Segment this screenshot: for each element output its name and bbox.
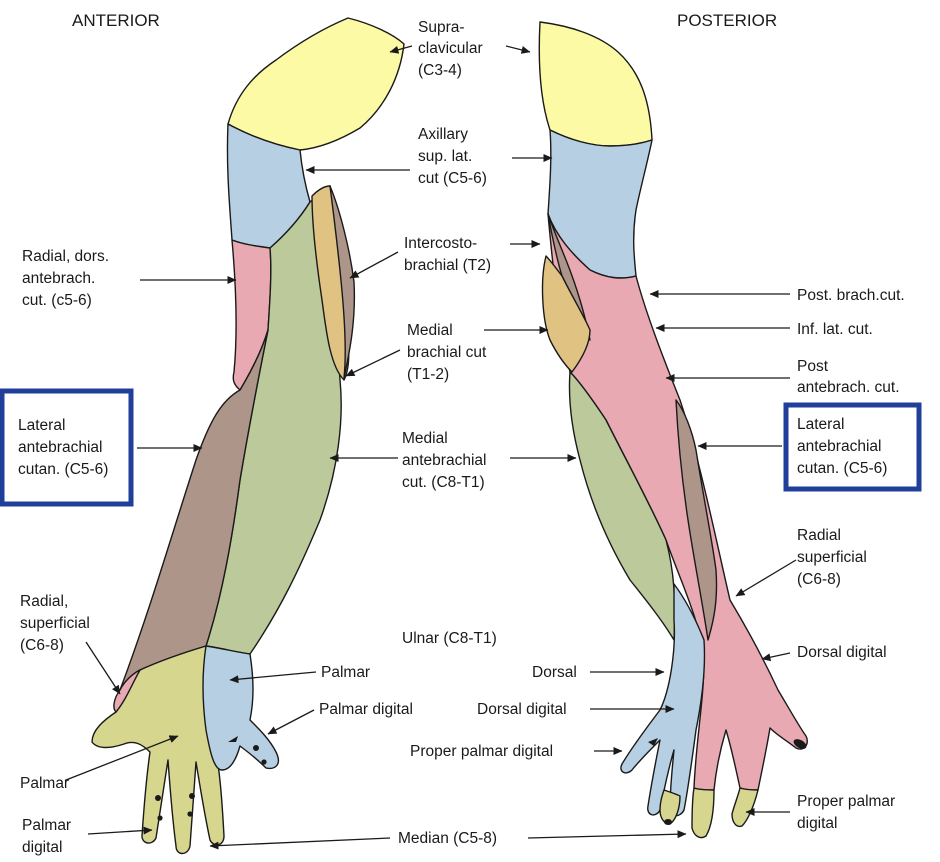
label-supraclavicular: Supra- clavicular (C3-4) [418, 19, 483, 79]
anterior-arm [91, 17, 405, 855]
svg-text:Proper palmar: Proper palmar [797, 793, 895, 810]
highlight-box-anterior [0, 388, 134, 507]
svg-text:Medial: Medial [402, 430, 448, 447]
svg-text:Radial, dors.: Radial, dors. [22, 248, 109, 265]
highlight-box-posterior [783, 402, 922, 492]
label-median: Median (C5-8) [398, 830, 497, 847]
label-palmar-digital-center: Palmar digital [319, 701, 413, 718]
svg-text:brachial cut: brachial cut [407, 344, 487, 361]
anterior-finger-marks [155, 736, 267, 821]
label-radial-superficial-anterior: Radial, superficial (C6-8) [20, 593, 90, 654]
posterior-title: POSTERIOR [677, 11, 777, 30]
svg-text:Lateral: Lateral [18, 417, 65, 434]
arrow-dorsal-digital-right [761, 652, 791, 662]
arrow-palmar-digital-left [87, 826, 153, 835]
label-radial-dors: Radial, dors. antebrach. cut. (c5-6) [22, 248, 109, 309]
label-dorsal-digital-center: Dorsal digital [477, 701, 567, 718]
label-medial-antebrachial: Medial antebrachial cut. (C8-T1) [402, 430, 486, 491]
posterior-medial-brachial-region [541, 255, 591, 373]
label-palmar-digital-left: Palmar digital [22, 817, 71, 856]
svg-text:antebrachial: antebrachial [402, 452, 486, 469]
label-inf-lat: Inf. lat. cut. [797, 321, 873, 338]
label-medial-brachial: Medial brachial cut (T1-2) [407, 322, 487, 383]
svg-text:cut (C5-6): cut (C5-6) [418, 170, 487, 187]
arrow-medial-brachial-left [345, 349, 401, 377]
posterior-lateral-antebrachial-region [675, 399, 718, 641]
posterior-supraclavicular-region [538, 21, 653, 147]
svg-text:superficial: superficial [797, 549, 867, 566]
anterior-supraclavicular-region [227, 17, 405, 151]
label-radial-superficial-posterior: Radial superficial (C6-8) [797, 527, 867, 588]
label-post-antebrach: Post antebrach. cut. [797, 358, 900, 396]
svg-text:cut. (c5-6): cut. (c5-6) [22, 292, 92, 309]
svg-text:brachial (T2): brachial (T2) [404, 257, 491, 274]
arrow-supraclavicular-left [389, 45, 413, 54]
svg-text:(C6-8): (C6-8) [20, 637, 64, 654]
label-lateral-antebrachial-anterior: Lateral antebrachial cutan. (C5-6) [18, 417, 108, 478]
svg-text:sup. lat.: sup. lat. [418, 148, 472, 165]
svg-text:cutan. (C5-6): cutan. (C5-6) [18, 461, 108, 478]
svg-text:Radial: Radial [797, 527, 841, 544]
arrow-intercosto-left [349, 251, 399, 279]
leader-arrows [65, 45, 797, 850]
posterior-median-fingertips-3 [659, 789, 681, 825]
svg-text:Radial,: Radial, [20, 593, 68, 610]
svg-text:antebrach. cut.: antebrach. cut. [797, 379, 900, 396]
label-palmar-center: Palmar [321, 664, 370, 681]
label-proper-palmar-digital-right: Proper palmar digital [797, 793, 895, 832]
svg-text:cutan. (C5-6): cutan. (C5-6) [797, 460, 887, 477]
svg-text:(C6-8): (C6-8) [797, 571, 841, 588]
label-palmar-left: Palmar [20, 775, 69, 792]
svg-text:superficial: superficial [20, 615, 90, 632]
label-ulnar: Ulnar (C8-T1) [402, 630, 497, 647]
anterior-radial-superficial-region [113, 669, 141, 713]
arrow-radial-superficial-posterior [735, 559, 797, 597]
arrow-palmar-digital-center [267, 709, 315, 735]
posterior-median-fingertips [691, 787, 715, 839]
svg-text:Axillary: Axillary [418, 126, 468, 143]
svg-text:Intercosto-: Intercosto- [404, 235, 477, 252]
svg-text:antebrachial: antebrachial [797, 438, 881, 455]
anterior-ulnar-region [202, 645, 280, 771]
svg-text:Palmar: Palmar [22, 817, 71, 834]
posterior-finger-marks [648, 738, 807, 825]
label-post-brach: Post. brach.cut. [797, 287, 905, 304]
svg-text:Medial: Medial [407, 322, 453, 339]
svg-text:clavicular: clavicular [418, 40, 483, 57]
label-dorsal-center: Dorsal [532, 664, 577, 681]
arrow-median-left [209, 837, 391, 850]
label-proper-palmar-digital-center: Proper palmar digital [410, 743, 553, 760]
label-intercostobrachial: Intercosto- brachial (T2) [404, 235, 491, 274]
arrow-palmar-left [65, 735, 179, 781]
svg-text:Supra-: Supra- [418, 19, 465, 36]
svg-text:digital: digital [22, 839, 63, 856]
arrow-radial-superficial-anterior [85, 641, 121, 695]
svg-text:Post: Post [797, 358, 829, 375]
label-lateral-antebrachial-posterior: Lateral antebrachial cutan. (C5-6) [797, 416, 887, 477]
label-dorsal-digital-right: Dorsal digital [797, 644, 887, 661]
anterior-medial-brachial-region [329, 185, 356, 379]
svg-text:antebrach.: antebrach. [22, 270, 95, 287]
arrow-palmar-center [229, 671, 317, 684]
arrow-median-right [527, 830, 687, 839]
label-axillary: Axillary sup. lat. cut (C5-6) [418, 126, 487, 187]
svg-text:cut. (C8-T1): cut. (C8-T1) [402, 474, 485, 491]
svg-text:(C3-4): (C3-4) [418, 62, 462, 79]
svg-text:Lateral: Lateral [797, 416, 844, 433]
posterior-median-fingertips-2 [731, 787, 759, 828]
svg-text:antebrachial: antebrachial [18, 439, 102, 456]
anterior-title: ANTERIOR [72, 11, 160, 30]
svg-text:digital: digital [797, 815, 838, 832]
svg-text:(T1-2): (T1-2) [407, 366, 449, 383]
posterior-arm [538, 21, 808, 839]
arrow-supraclavicular-right [505, 45, 531, 54]
